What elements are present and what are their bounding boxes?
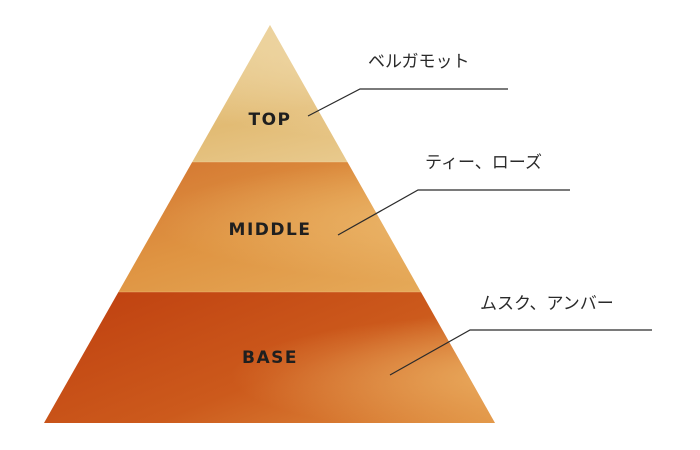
tier-label-base: BASE <box>242 348 298 368</box>
pyramid-body <box>44 25 495 423</box>
leader-line-middle <box>337 189 570 236</box>
leader-line-base <box>389 329 652 376</box>
top-tier-band <box>44 25 495 162</box>
tier-label-top: TOP <box>248 110 292 130</box>
note-top: ベルガモット <box>368 52 470 72</box>
note-middle: ティー、ローズ <box>425 153 542 173</box>
leader-line-top <box>307 88 508 117</box>
tier-label-middle: MIDDLE <box>228 220 312 240</box>
note-base: ムスク、アンバー <box>480 294 614 314</box>
